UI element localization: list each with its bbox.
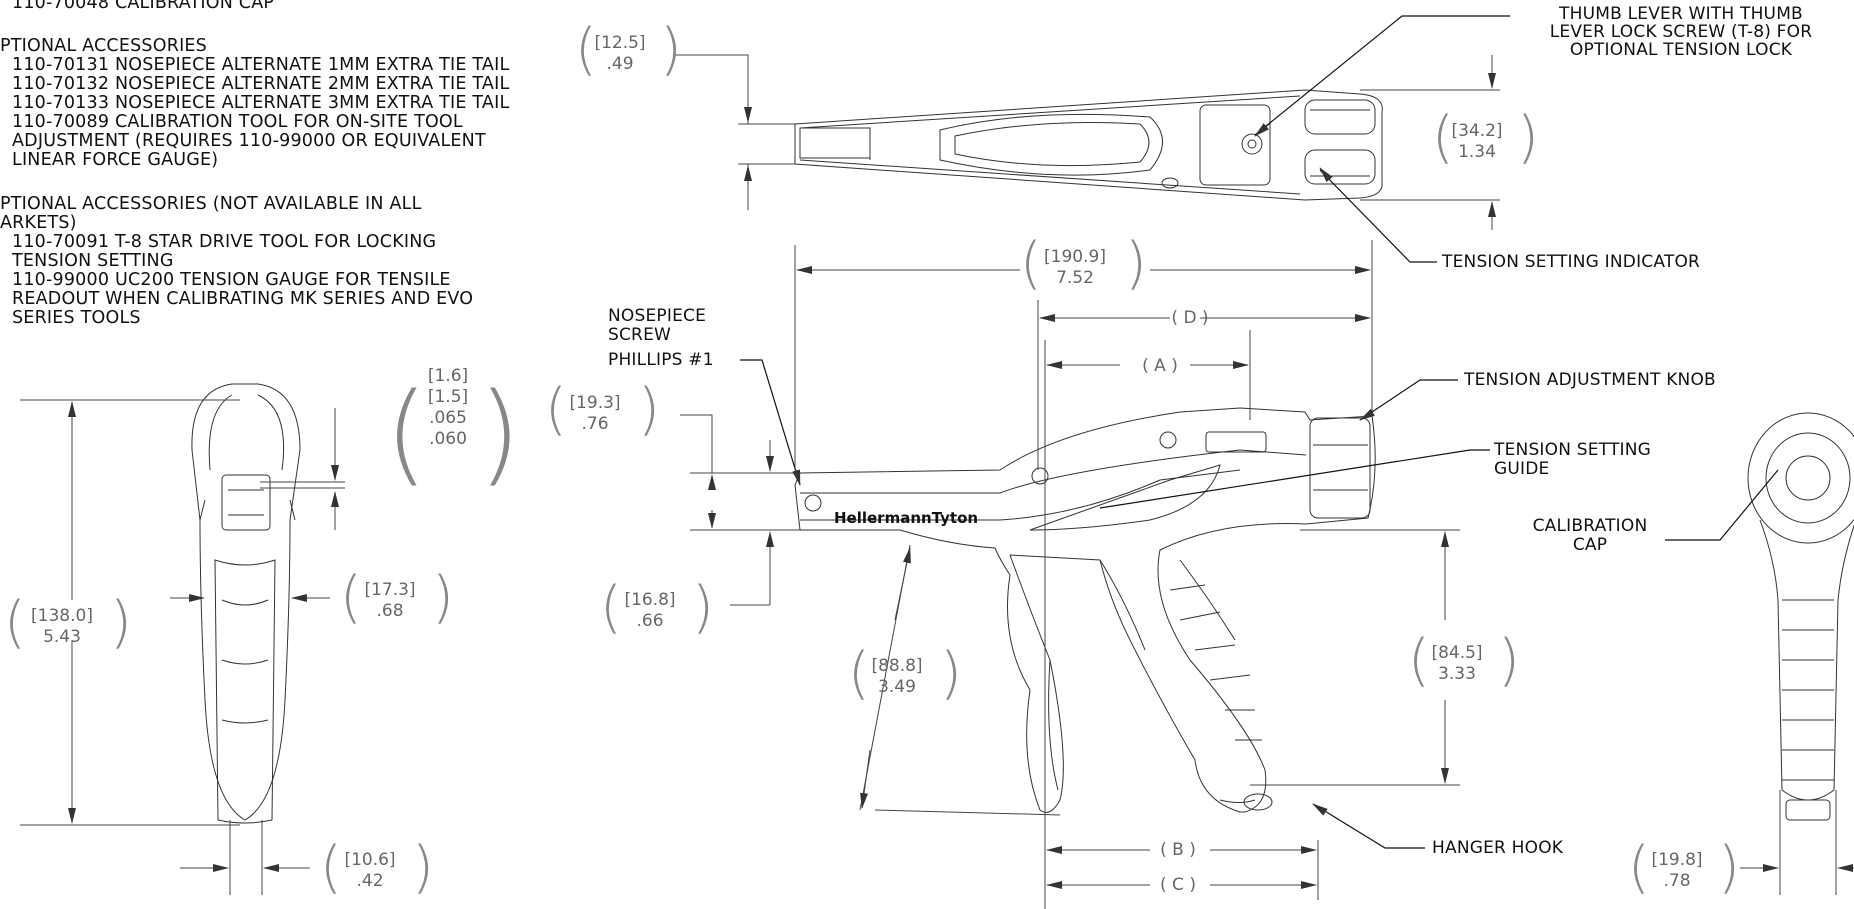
callout-tension-indicator: TENSION SETTING INDICATOR	[1442, 252, 1701, 272]
paren-left: (	[545, 377, 567, 442]
note-item: 110-70089 CALIBRATION TOOL FOR ON-SITE T…	[12, 112, 463, 132]
front-view-tool	[191, 383, 301, 824]
note-optional2-header: PTIONAL ACCESSORIES (NOT AVAILABLE IN AL…	[0, 194, 422, 214]
paren-left: (	[1628, 835, 1650, 900]
paren-right: )	[412, 835, 434, 900]
paren-right: )	[1498, 628, 1520, 693]
back-view-tool	[1747, 412, 1854, 821]
note-item: 110-70133 NOSEPIECE ALTERNATE 3MM EXTRA …	[12, 93, 510, 113]
dim-C: ( C )	[1160, 875, 1196, 895]
note-item: LINEAR FORCE GAUGE)	[12, 150, 219, 170]
dim-B: ( B )	[1160, 840, 1196, 860]
callout-leaders	[740, 15, 1779, 849]
top-view-tool	[794, 89, 1383, 201]
dim-19-8: [19.8].78	[1651, 850, 1703, 891]
callout-thumb-lever-2: LEVER LOCK SCREW (T-8) FOR	[1549, 22, 1813, 42]
callout-thumb-lever-3: OPTIONAL TENSION LOCK	[1569, 40, 1793, 60]
callout-nosepiece-1: NOSEPIECE	[608, 306, 707, 326]
note-item: TENSION SETTING	[12, 251, 174, 271]
paren-left: (	[1020, 231, 1042, 296]
paren-left: (	[320, 835, 342, 900]
paren-left: (	[575, 17, 597, 82]
dimension-lines	[20, 54, 1854, 909]
dim-A: ( A )	[1142, 356, 1178, 376]
brand-logo-text: HellermannTyton	[834, 509, 979, 527]
paren-left: (	[1432, 105, 1454, 170]
paren-left: (	[4, 590, 26, 655]
dim-16-8: [16.8].66	[624, 590, 676, 631]
dim-D: ( D )	[1171, 308, 1209, 328]
dim-17-3: [17.3].68	[364, 580, 416, 621]
paren-right: )	[692, 575, 714, 640]
paren-right: )	[110, 590, 132, 655]
callout-nosepiece-2: SCREW	[608, 325, 672, 345]
side-view-tool	[794, 407, 1376, 813]
paren-left: (	[600, 575, 622, 640]
dim-10-6: [10.6].42	[344, 850, 396, 891]
callout-tension-guide-1: TENSION SETTING	[1494, 440, 1652, 460]
paren-left: (	[1408, 628, 1430, 693]
dim-19-3: [19.3].76	[569, 393, 621, 434]
note-optional2-header-cont: ARKETS)	[0, 213, 77, 233]
callout-tension-knob: TENSION ADJUSTMENT KNOB	[1464, 370, 1716, 390]
note-item: 110-70132 NOSEPIECE ALTERNATE 2MM EXTRA …	[12, 74, 510, 94]
dim-34-2: [34.2]1.34	[1451, 121, 1503, 162]
note-item: 110-70131 NOSEPIECE ALTERNATE 1MM EXTRA …	[12, 55, 510, 75]
dim-84-5: [84.5]3.33	[1431, 643, 1483, 684]
note-item: ADJUSTMENT (REQUIRES 110-99000 OR EQUIVA…	[12, 131, 486, 151]
paren-right: )	[638, 377, 660, 442]
dim-12-5: [12.5].49	[594, 33, 646, 74]
dim-88-8: [88.8]3.49	[871, 656, 923, 697]
dim-138-0: [138.0]5.43	[31, 606, 93, 647]
note-calibration-cap: 110-70048 CALIBRATION CAP	[12, 0, 275, 13]
paren-left: (	[340, 565, 362, 630]
paren-right: )	[940, 641, 962, 706]
note-item: 110-99000 UC200 TENSION GAUGE FOR TENSIL…	[12, 270, 451, 290]
paren-right: )	[660, 17, 682, 82]
note-optional-header: PTIONAL ACCESSORIES	[0, 36, 207, 56]
paren-right: )	[1718, 835, 1740, 900]
paren-left: (	[385, 369, 428, 497]
paren-left: (	[848, 641, 870, 706]
callout-calibration-cap-2: CAP	[1572, 535, 1608, 555]
paren-right: )	[1125, 231, 1147, 296]
paren-right: )	[432, 565, 454, 630]
note-item: READOUT WHEN CALIBRATING MK SERIES AND E…	[12, 289, 474, 309]
callout-hanger-hook: HANGER HOOK	[1432, 838, 1564, 858]
dim-1-6: [1.6][1.5].065.060	[427, 366, 469, 449]
paren-right: )	[478, 369, 521, 497]
note-item: 110-70091 T-8 STAR DRIVE TOOL FOR LOCKIN…	[12, 232, 437, 252]
callout-calibration-cap-1: CALIBRATION	[1532, 516, 1648, 536]
callout-nosepiece-3: PHILLIPS #1	[608, 350, 714, 370]
callout-tension-guide-2: GUIDE	[1494, 459, 1550, 479]
callout-thumb-lever-1: THUMB LEVER WITH THUMB	[1559, 4, 1803, 24]
note-item: SERIES TOOLS	[12, 308, 141, 328]
paren-right: )	[1517, 105, 1539, 170]
dim-190-9: [190.9]7.52	[1044, 247, 1106, 288]
